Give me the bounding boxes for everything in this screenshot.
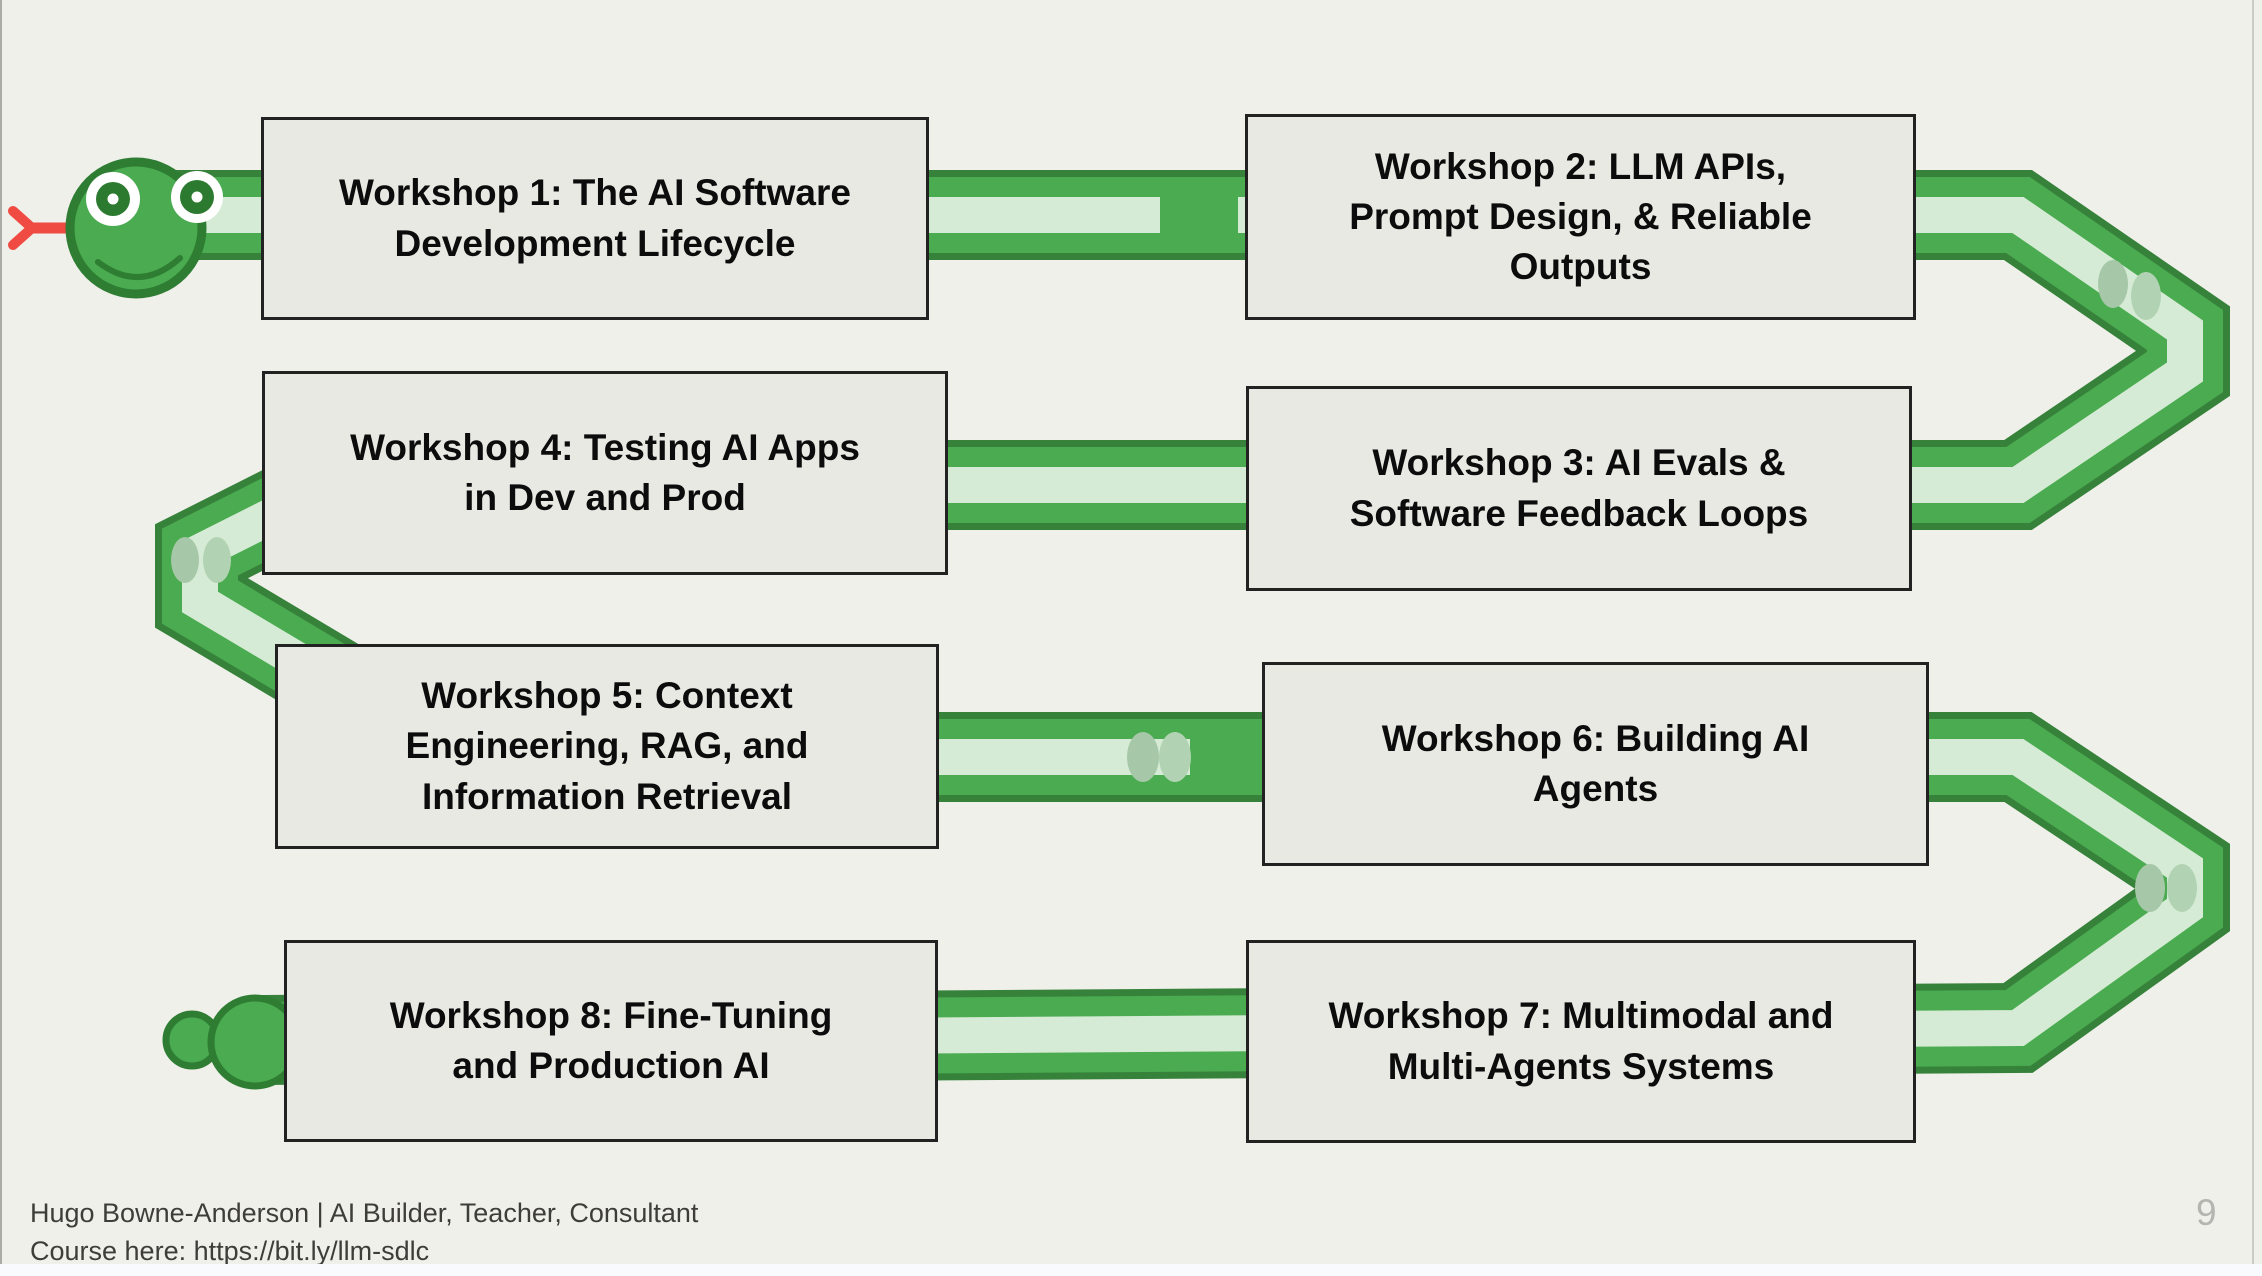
- workshop-7-box: Workshop 7: Multimodal and Multi-Agents …: [1246, 940, 1916, 1143]
- snake-body-outline: [137, 170, 2230, 1085]
- right-edge-line: [2252, 0, 2254, 1276]
- bottom-strip: [0, 1264, 2262, 1276]
- workshop-6-box: Workshop 6: Building AI Agents: [1262, 662, 1929, 866]
- workshop-1-box: Workshop 1: The AI Software Development …: [261, 117, 929, 320]
- workshop-4-box: Workshop 4: Testing AI Apps in Dev and P…: [262, 371, 948, 575]
- footer: Hugo Bowne-Anderson | AI Builder, Teache…: [30, 1194, 698, 1271]
- workshop-2-box: Workshop 2: LLM APIs, Prompt Design, & R…: [1245, 114, 1916, 320]
- snake-smile: [95, 255, 183, 280]
- workshop-5-box: Workshop 5: Context Engineering, RAG, an…: [275, 644, 939, 849]
- snake-body: [137, 177, 2223, 1078]
- footer-course-line: Course here: https://bit.ly/llm-sdlc: [30, 1236, 430, 1267]
- page-number: 9: [2196, 1192, 2217, 1233]
- snake-stripe-gap-row1: [1160, 195, 1238, 236]
- snake-stripe-gap-row3: [1190, 736, 1262, 778]
- workshop-3-box: Workshop 3: AI Evals & Software Feedback…: [1246, 386, 1912, 591]
- snake-tail: [162, 994, 303, 1090]
- snake-eye-right: [171, 171, 223, 223]
- snake-scale-spots: [171, 260, 2197, 912]
- workshop-8-box: Workshop 8: Fine-Tuning and Production A…: [284, 940, 938, 1142]
- left-edge-line: [0, 0, 2, 1276]
- footer-author-line: Hugo Bowne-Anderson | AI Builder, Teache…: [30, 1198, 699, 1228]
- snake-head: [8, 157, 223, 299]
- snake-belly-stripe: [137, 197, 2203, 1058]
- snake-eye-left: [86, 172, 140, 226]
